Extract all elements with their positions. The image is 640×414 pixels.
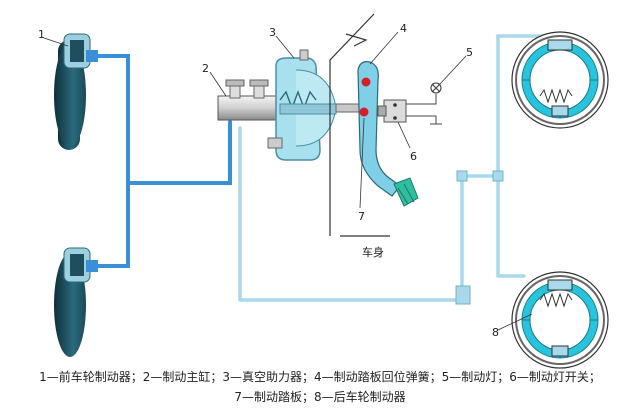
brake-pedal bbox=[357, 61, 419, 207]
rear-drum-brake-top bbox=[511, 31, 609, 129]
rear-junction-block bbox=[455, 285, 471, 305]
master-cylinder bbox=[217, 79, 279, 121]
brake-light-wiring bbox=[406, 94, 442, 125]
label-7: 7 bbox=[358, 210, 365, 223]
vehicle-body-panel bbox=[329, 13, 390, 237]
rear-tee-fitting bbox=[456, 170, 468, 182]
front-brake-lines bbox=[96, 54, 232, 268]
caption-line-2: 7—制动踏板；8—后车轮制动器 bbox=[234, 390, 406, 404]
brake-light-lamp bbox=[430, 82, 442, 94]
label-4: 4 bbox=[400, 22, 407, 35]
brake-light-switch bbox=[377, 99, 407, 123]
caption-line-1: 1—前车轮制动器；2—制动主缸；3—真空助力器；4—制动踏板回位弹簧；5—制动灯… bbox=[39, 370, 601, 384]
front-wheel-brake-top bbox=[54, 33, 98, 150]
rear-drum-brake-bottom bbox=[511, 271, 609, 369]
rear-brake-lines bbox=[238, 34, 554, 302]
front-wheel-brake-bottom bbox=[54, 247, 98, 357]
leader-lines bbox=[43, 31, 533, 331]
rear-tee-fitting-2 bbox=[492, 170, 504, 182]
label-vehicle-body: 车身 bbox=[362, 245, 384, 259]
label-6: 6 bbox=[410, 150, 417, 163]
label-5: 5 bbox=[466, 46, 473, 59]
label-3: 3 bbox=[269, 26, 276, 39]
label-2: 2 bbox=[202, 62, 209, 75]
label-8: 8 bbox=[492, 326, 499, 339]
label-1: 1 bbox=[38, 28, 45, 41]
vacuum-booster bbox=[267, 49, 363, 161]
